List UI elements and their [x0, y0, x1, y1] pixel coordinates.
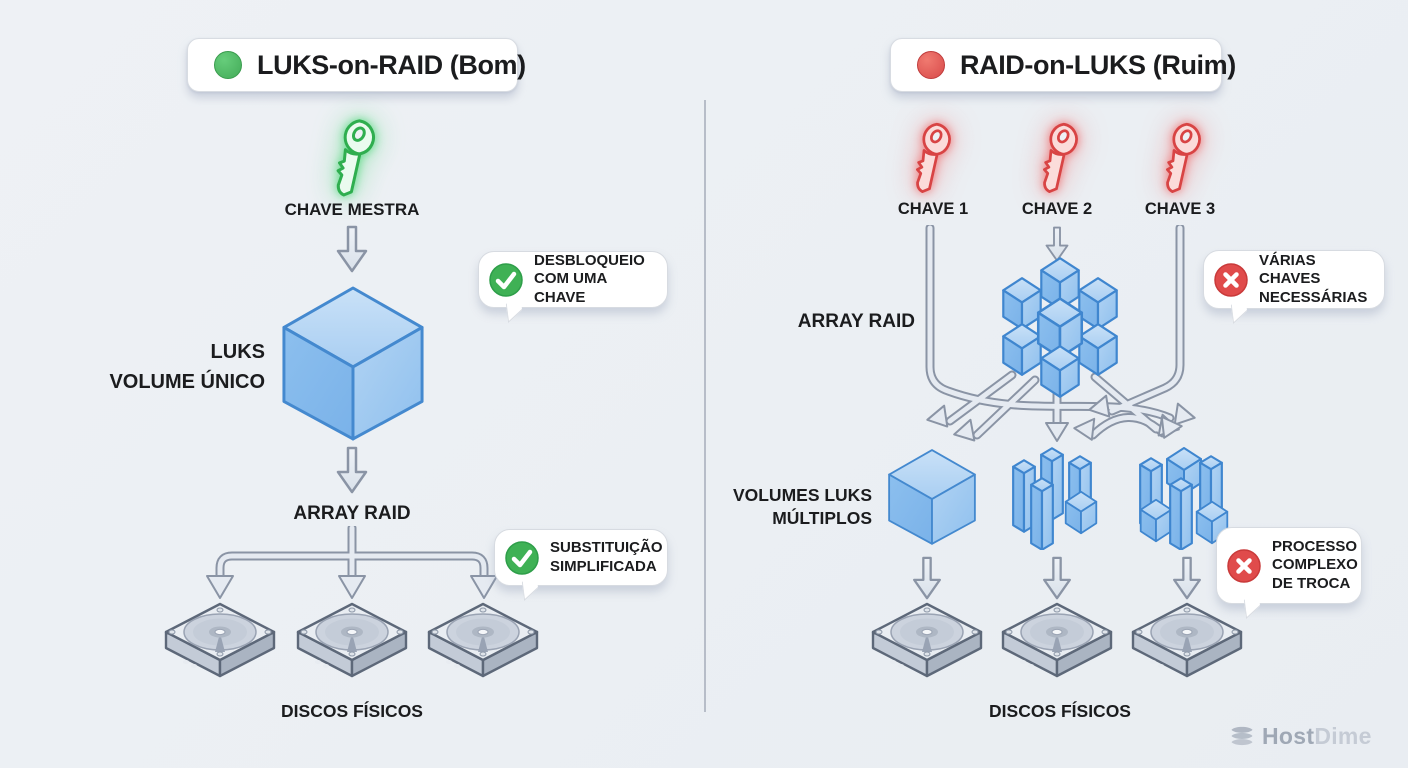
x-icon: [1214, 263, 1248, 297]
callout-unlock: DESBLOQUEIO COM UMA CHAVE: [478, 251, 668, 323]
callout-keys: VÁRIAS CHAVES NECESSÁRIAS: [1203, 250, 1385, 324]
luks-volume-2-icon: [1012, 447, 1098, 550]
key-2-label: CHAVE 2: [1021, 200, 1093, 218]
x-icon: [1227, 549, 1261, 583]
master-key-label: CHAVE MESTRA: [284, 200, 420, 219]
watermark-light: Dime: [1314, 722, 1372, 749]
disk-icon: [427, 602, 539, 678]
bad-status-dot: [917, 51, 945, 79]
disk-icon: [1131, 602, 1243, 678]
disk-icon: [296, 602, 408, 678]
raid-array-cluster-icon: [1002, 257, 1118, 398]
disk-icon: [164, 602, 276, 678]
arrow-down-icon: [336, 225, 368, 273]
check-icon: [489, 263, 523, 297]
arrow-down-icon: [912, 556, 942, 600]
right-title-badge: RAID-on-LUKS (Ruim): [890, 38, 1236, 92]
volumes-label: VOLUMES LUKS MÚLTIPLOS: [732, 485, 872, 528]
disk-icon: [1001, 602, 1113, 678]
right-array-raid-label: ARRAY RAID: [797, 311, 915, 332]
disk-icon: [871, 602, 983, 678]
right-disks-label: DISCOS FÍSICOS: [989, 701, 1131, 721]
branch-connector: [206, 526, 498, 599]
callout-swap: SUBSTITUIÇÃO SIMPLIFICADA: [494, 529, 668, 601]
watermark-bold: Host: [1262, 722, 1315, 749]
hostdime-logo-icon: [1231, 726, 1253, 746]
arrow-down-icon: [1172, 556, 1202, 600]
master-key-icon: [320, 114, 384, 202]
right-title: RAID-on-LUKS (Ruim): [960, 49, 1236, 80]
luks-volume-cube-icon: [282, 286, 424, 441]
left-title: LUKS-on-RAID (Bom): [257, 49, 526, 80]
key-2-icon: [1029, 118, 1085, 198]
arrow-down-icon: [1042, 556, 1072, 600]
good-status-dot: [214, 51, 242, 79]
left-title-badge: LUKS-on-RAID (Bom): [187, 38, 526, 92]
key-1-label: CHAVE 1: [897, 200, 969, 218]
luks-volume-1-icon: [888, 449, 976, 545]
luks-volume-label: LUKS VOLUME ÚNICO: [109, 341, 265, 393]
left-array-raid-label: ARRAY RAID: [293, 503, 411, 524]
callout-process: PROCESSO COMPLEXO DE TROCA: [1216, 527, 1362, 619]
key-3-icon: [1152, 118, 1208, 198]
left-disks-label: DISCOS FÍSICOS: [281, 701, 423, 721]
hostdime-watermark: HostDime: [1228, 722, 1372, 750]
callout-tail: [1243, 587, 1261, 619]
panel-divider: [704, 100, 706, 712]
check-icon: [505, 541, 539, 575]
arrow-down-icon: [336, 446, 368, 494]
key-1-icon: [902, 118, 958, 198]
key-3-label: CHAVE 3: [1144, 200, 1216, 218]
